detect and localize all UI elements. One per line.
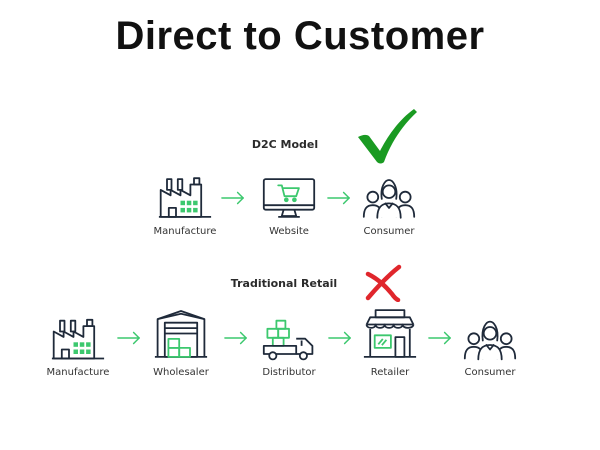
node-label: Consumer bbox=[363, 226, 415, 237]
d2c-section-label: D2C Model bbox=[251, 138, 319, 151]
factory-icon bbox=[51, 311, 105, 361]
people-icon bbox=[362, 176, 416, 220]
d2c-node-consumer: Consumer bbox=[339, 176, 439, 237]
retail-node-wholesaler: Wholesaler bbox=[131, 306, 231, 378]
storefront-icon bbox=[363, 306, 417, 361]
d2c-node-manufacture: Manufacture bbox=[135, 176, 235, 237]
retail-section-label: Traditional Retail bbox=[230, 277, 338, 290]
retail-node-consumer: Consumer bbox=[440, 311, 540, 378]
node-label: Website bbox=[269, 226, 309, 237]
check-mark-icon bbox=[358, 109, 417, 164]
people-icon bbox=[463, 311, 517, 361]
node-label: Retailer bbox=[370, 367, 410, 378]
retail-node-manufacture: Manufacture bbox=[28, 311, 128, 378]
cross-mark-icon bbox=[365, 264, 402, 302]
d2c-node-website: Website bbox=[239, 176, 339, 237]
retail-node-retailer: Retailer bbox=[340, 306, 440, 378]
retail-node-distributor: Distributor bbox=[239, 311, 339, 378]
node-label: Manufacture bbox=[153, 226, 217, 237]
factory-icon bbox=[158, 176, 212, 220]
node-label: Distributor bbox=[262, 367, 316, 378]
truck-icon bbox=[262, 311, 316, 361]
node-label: Consumer bbox=[464, 367, 516, 378]
monitor-cart-icon bbox=[262, 176, 316, 220]
warehouse-icon bbox=[154, 306, 208, 361]
node-label: Manufacture bbox=[46, 367, 110, 378]
page-title: Direct to Customer bbox=[115, 14, 485, 58]
node-label: Wholesaler bbox=[153, 367, 209, 378]
